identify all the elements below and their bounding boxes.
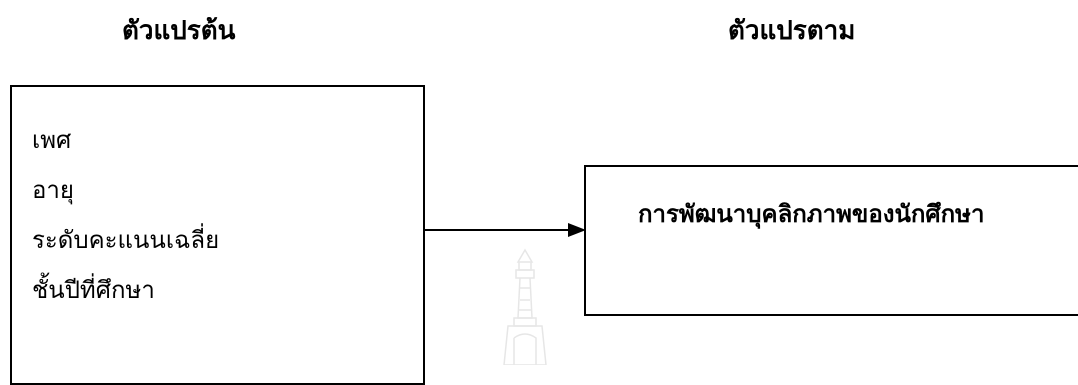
independent-variables-heading: ตัวแปรต้น xyxy=(122,16,236,46)
dependent-variable-box: การพัฒนาบุคลิกภาพของนักศึกษา xyxy=(584,165,1078,316)
independent-variable-item: ชั้นปีที่ศึกษา xyxy=(32,276,155,304)
independent-variable-item: ระดับคะแนนเฉลี่ย xyxy=(32,226,220,254)
relationship-arrow xyxy=(424,223,586,237)
dependent-variable-label: การพัฒนาบุคลิกภาพของนักศึกษา xyxy=(638,199,985,228)
dependent-variables-heading: ตัวแปรตาม xyxy=(728,16,856,46)
independent-variable-item: อายุ xyxy=(32,176,74,204)
university-emblem-watermark xyxy=(503,248,547,365)
independent-variables-box: เพศ อายุ ระดับคะแนนเฉลี่ย ชั้นปีที่ศึกษา xyxy=(10,85,425,385)
independent-variable-item: เพศ xyxy=(32,126,72,154)
